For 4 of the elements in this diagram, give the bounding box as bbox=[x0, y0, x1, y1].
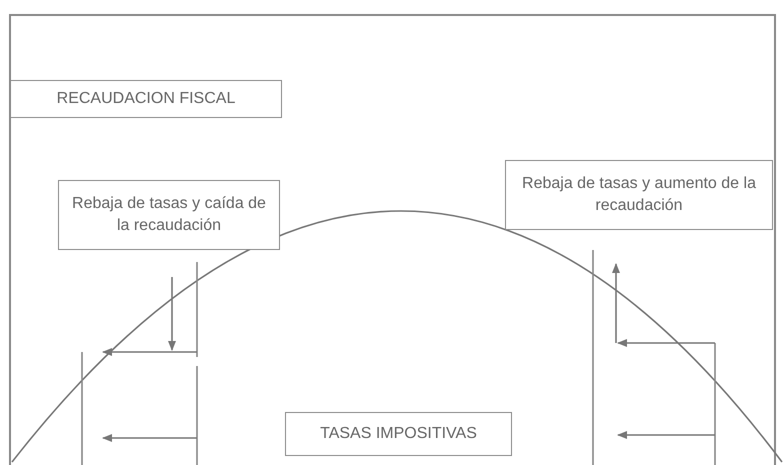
callout-label: Rebaja de tasas y caída de la recaudación bbox=[58, 180, 280, 250]
axis-title: RECAUDACION FISCAL bbox=[10, 80, 282, 118]
axis-title: TASAS IMPOSITIVAS bbox=[285, 412, 512, 456]
callout-label: Rebaja de tasas y aumento de la recaudación bbox=[505, 160, 773, 230]
